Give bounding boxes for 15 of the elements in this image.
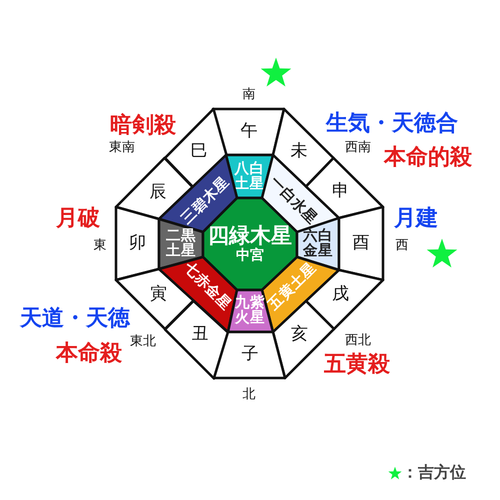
direction-label: 西 (396, 237, 408, 254)
annotation-label: 月破 (56, 205, 100, 233)
direction-label: 北 (242, 386, 256, 403)
direction-label: 西南 (345, 139, 371, 156)
direction-label: 南 (242, 86, 256, 103)
annotation-label: 月建 (394, 205, 438, 233)
annotation-label: 五黄殺 (324, 351, 390, 379)
direction-label: 西北 (345, 332, 371, 349)
legend-text: ：吉方位 (402, 462, 466, 484)
direction-label: 東南 (109, 139, 135, 156)
annotation-label: 本命的殺 (384, 144, 472, 172)
direction-label: 東北 (130, 333, 156, 350)
direction-label: 東 (94, 237, 106, 254)
annotation-label: 本命殺 (56, 340, 122, 368)
zodiac-cell: 子 (214, 332, 285, 378)
